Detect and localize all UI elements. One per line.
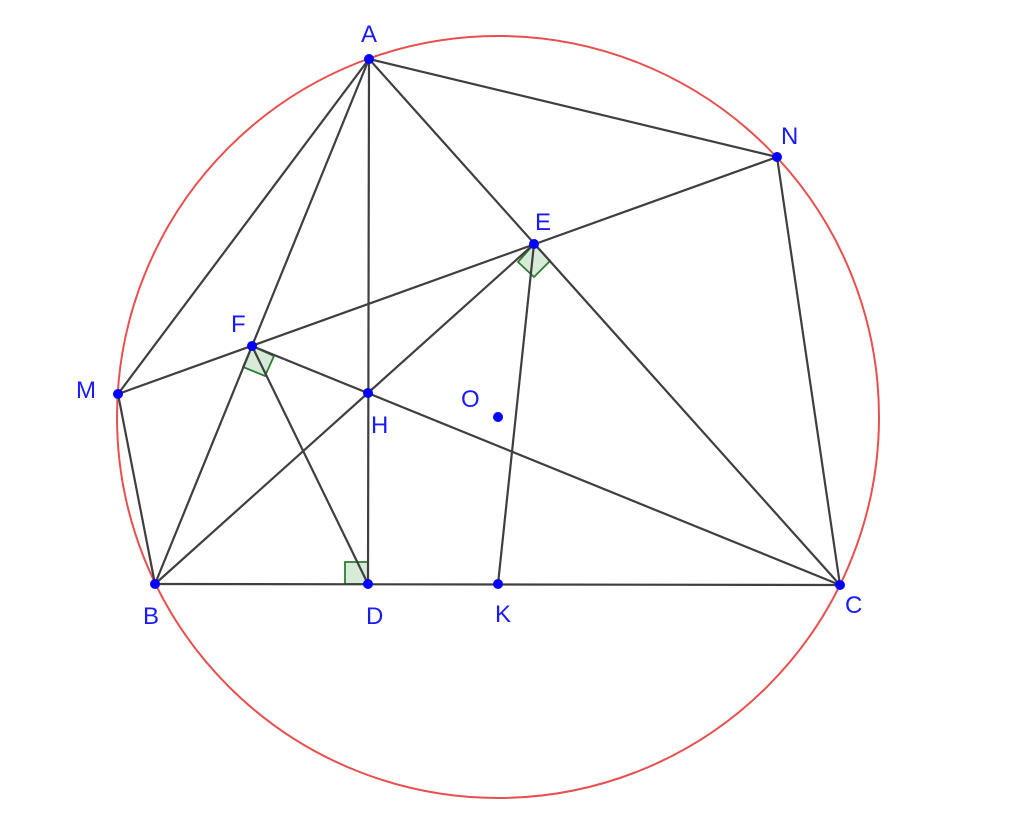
segment-a-b [153,57,371,586]
label-o: O [461,386,480,413]
circumcircle [116,35,880,799]
point-o [493,412,503,422]
label-m: M [76,377,96,404]
segment-f-c [250,344,842,587]
label-f: F [231,311,246,338]
segment-n-c [775,155,842,587]
segment-a-n [367,57,779,159]
point-d [363,579,373,589]
point-e [529,239,539,249]
label-n: N [781,123,798,150]
segment-f-d [250,344,370,586]
segment-m-n [116,155,779,396]
point-m [113,389,123,399]
point-c [835,580,845,590]
label-b: B [143,603,159,630]
label-a: A [361,21,377,48]
label-k: K [495,601,511,628]
segment-e-k [496,242,536,586]
point-k [493,579,503,589]
segment-b-e [153,242,536,586]
label-e: E [535,209,551,236]
segment-a-d [366,57,371,586]
segment-a-m [116,57,371,396]
segment-m-b [116,392,157,586]
point-a [364,54,374,64]
point-h [363,388,373,398]
point-b [150,579,160,589]
label-d: D [366,603,383,630]
label-h: H [371,412,388,439]
point-f [247,341,257,351]
point-n [772,152,782,162]
label-c: C [845,592,862,619]
segment-a-c [367,57,842,587]
